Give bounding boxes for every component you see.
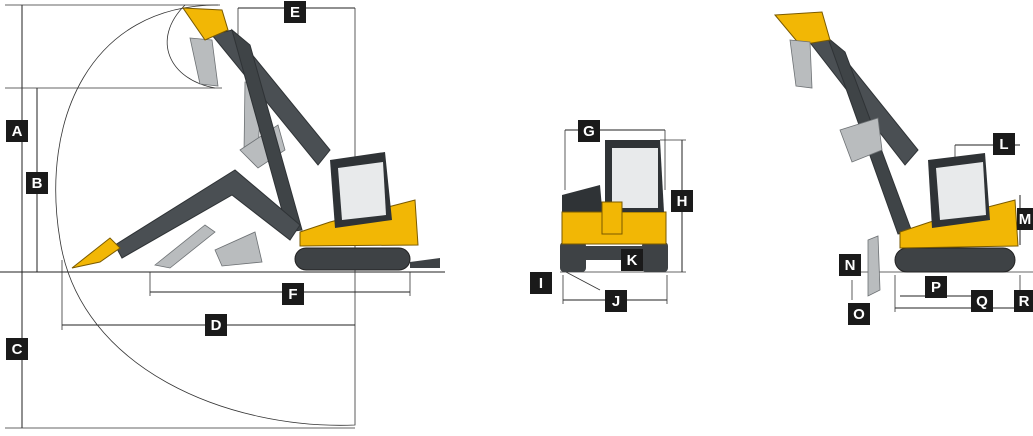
label-d: D: [205, 314, 227, 336]
svg-text:L: L: [999, 136, 1008, 153]
label-j: J: [605, 290, 627, 312]
ext-line-i: [565, 271, 601, 291]
right-track: [894, 247, 1016, 273]
svg-text:K: K: [627, 252, 638, 269]
reach-envelope-arc: [55, 4, 356, 426]
front-left-track: [560, 242, 586, 272]
svg-text:J: J: [612, 293, 620, 310]
label-i: I: [530, 272, 552, 294]
svg-text:I: I: [539, 275, 543, 292]
svg-text:R: R: [1019, 293, 1030, 310]
front-view: G H I J K: [530, 120, 693, 312]
label-o: O: [848, 303, 870, 325]
label-p: P: [925, 276, 947, 298]
label-l: L: [993, 133, 1015, 155]
lowered-boom: [71, 169, 301, 269]
svg-text:P: P: [931, 279, 941, 296]
side-view-dimensions: L M N O P Q R: [773, 11, 1033, 325]
side-view-working-range: A B C D E F: [0, 1, 445, 429]
label-q: Q: [971, 290, 993, 312]
label-h: H: [671, 190, 693, 212]
side-excavator-body: [294, 152, 440, 271]
front-right-track: [642, 242, 668, 272]
svg-text:E: E: [290, 4, 300, 21]
front-excavator-body: [560, 140, 668, 272]
label-e: E: [284, 1, 306, 23]
side-track: [294, 247, 411, 271]
side-dozer-blade: [410, 258, 440, 268]
raised-bucket-icon: [182, 7, 229, 41]
svg-text:G: G: [583, 123, 595, 140]
label-n: N: [839, 254, 861, 276]
svg-text:M: M: [1019, 211, 1032, 228]
label-a: A: [6, 120, 28, 142]
front-boom-base: [601, 201, 623, 235]
right-dozer-blade: [867, 235, 881, 297]
label-f: F: [282, 283, 304, 305]
label-c: C: [6, 338, 28, 360]
label-b: B: [26, 172, 48, 194]
svg-text:O: O: [853, 306, 865, 323]
right-raised-bucket-icon: [773, 11, 831, 46]
svg-text:A: A: [12, 123, 23, 140]
label-m: M: [1017, 208, 1033, 230]
label-k: K: [621, 249, 643, 271]
label-g: G: [578, 120, 600, 142]
lowered-bucket-icon: [71, 237, 121, 269]
svg-text:B: B: [32, 175, 43, 192]
svg-text:H: H: [677, 193, 688, 210]
right-excavator-body: [867, 153, 1019, 297]
svg-text:C: C: [12, 341, 23, 358]
svg-text:N: N: [845, 257, 856, 274]
right-raised-boom: [773, 11, 919, 235]
raised-boom: [182, 7, 331, 233]
label-r: R: [1014, 290, 1033, 312]
svg-text:D: D: [211, 317, 222, 334]
svg-text:F: F: [288, 286, 297, 303]
svg-text:Q: Q: [976, 293, 988, 310]
